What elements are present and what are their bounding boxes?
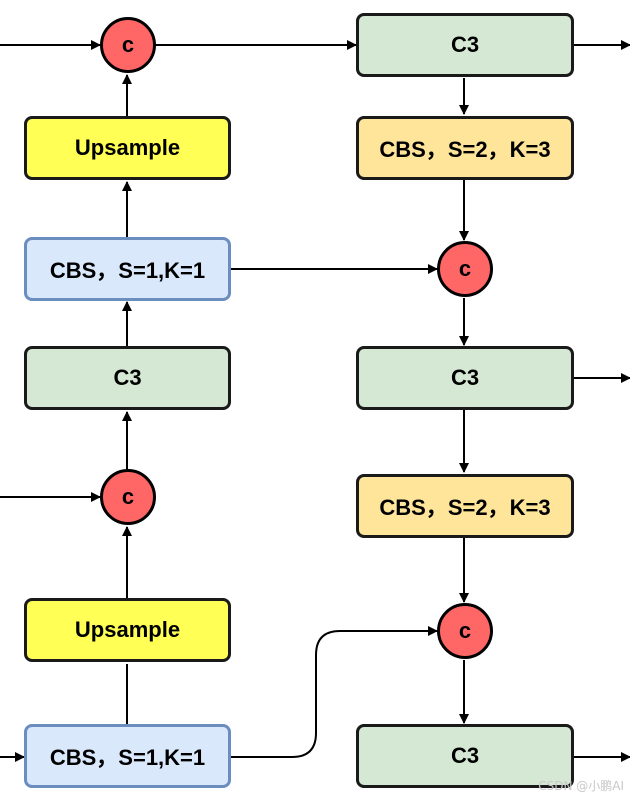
c3-block-right-bottom: C3 bbox=[356, 724, 574, 788]
concat-node-right-bottom: c bbox=[437, 603, 493, 659]
cbs-block-left-mid: CBS，S=1,K=1 bbox=[24, 237, 231, 301]
concat-node-right-top: c bbox=[437, 241, 493, 297]
cbs-block-right-top: CBS，S=2，K=3 bbox=[356, 116, 574, 180]
c3-block-right-top: C3 bbox=[356, 13, 574, 77]
upsample-block-top: Upsample bbox=[24, 116, 231, 180]
c3-block-left: C3 bbox=[24, 346, 231, 410]
arrow-cbs-bottom-to-concat-right-bottom bbox=[231, 626, 438, 758]
upsample-block-bottom: Upsample bbox=[24, 598, 231, 662]
cbs-block-right-bottom: CBS，S=2，K=3 bbox=[356, 474, 574, 538]
concat-node-left-top: c bbox=[100, 17, 156, 73]
watermark: CSDN @小鹏AI bbox=[538, 779, 624, 793]
cbs-block-left-bottom: CBS，S=1,K=1 bbox=[24, 724, 231, 788]
concat-node-left-bottom: c bbox=[100, 469, 156, 525]
c3-block-right-mid: C3 bbox=[356, 346, 574, 410]
